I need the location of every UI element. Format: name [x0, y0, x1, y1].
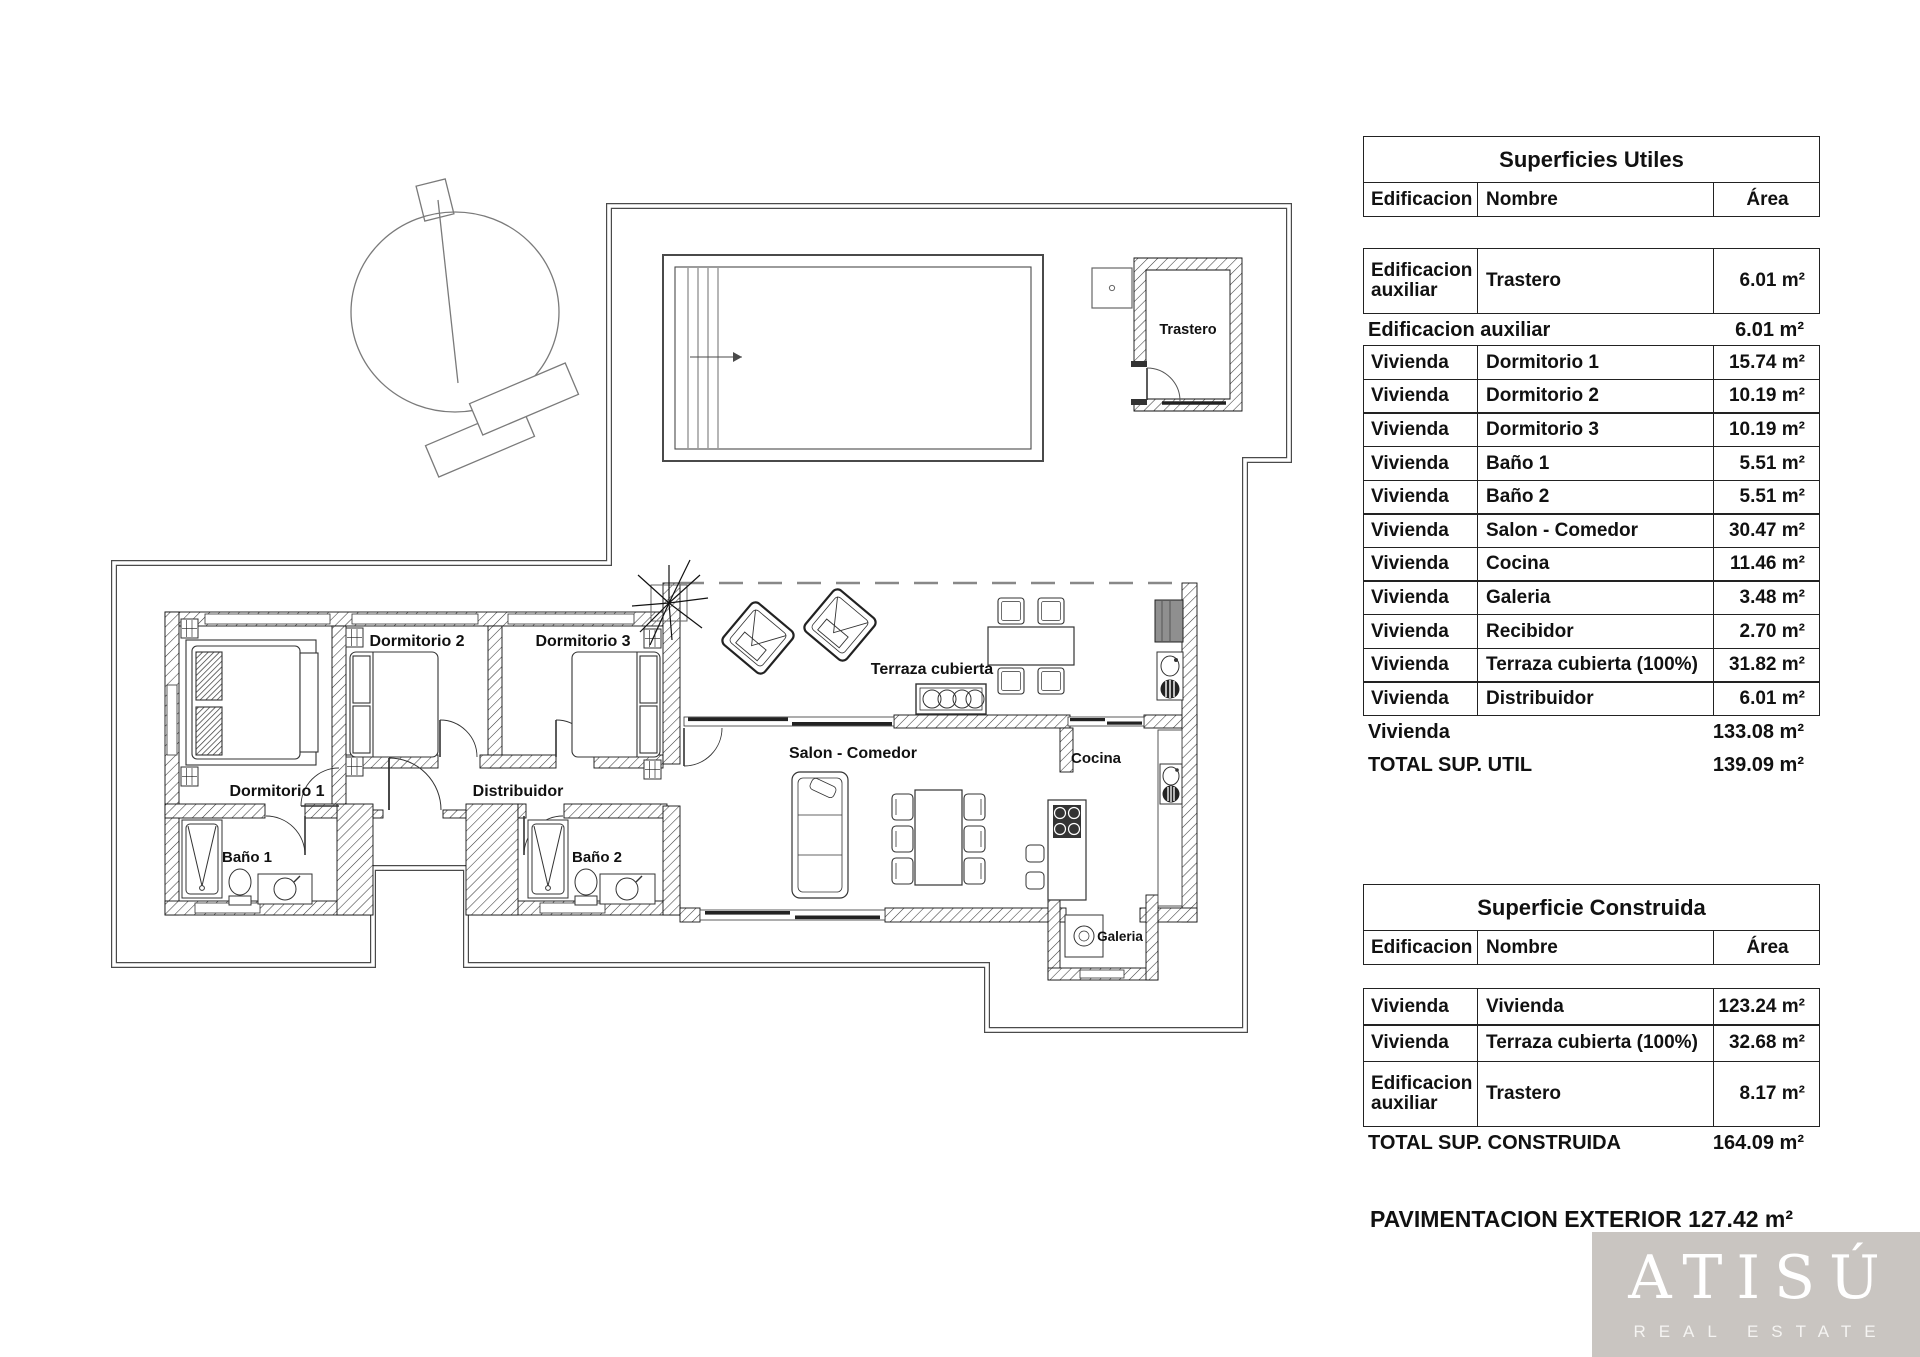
col-nombre: Nombre — [1477, 931, 1713, 964]
table-row: Vivienda Distribuidor 6.01 m² — [1363, 681, 1820, 717]
pavimentacion-note: PAVIMENTACION EXTERIOR 127.42 m² — [1370, 1206, 1794, 1232]
nightstand — [180, 766, 199, 787]
nightstand — [180, 618, 199, 639]
washer — [1064, 914, 1104, 958]
lounge-chair — [800, 585, 880, 665]
dormitorio2-label: Dormitorio 2 — [369, 633, 464, 650]
table-row: Edificacion auxiliar Trastero 6.01 m² — [1363, 247, 1820, 314]
table-row: Vivienda Recibidor 2.70 m² — [1363, 614, 1820, 650]
total-sup-util: TOTAL SUP. UTIL 139.09 m² — [1368, 754, 1804, 777]
table-row: Vivienda Salon - Comedor 30.47 m² — [1363, 513, 1820, 549]
salon-label: Salon - Comedor — [789, 745, 917, 762]
bed-dormitorio2 — [349, 651, 439, 758]
table-row: Vivienda Baño 2 5.51 m² — [1363, 479, 1820, 515]
kitchen-counter — [1157, 729, 1183, 907]
nightstand — [345, 627, 364, 648]
utiles-header: Edificacion Nombre Área — [1363, 183, 1820, 217]
total-sup-construida: TOTAL SUP. CONSTRUIDA 164.09 m² — [1368, 1131, 1804, 1154]
nightstand — [345, 756, 364, 777]
sun-loungers — [424, 362, 580, 478]
outdoor-kitchen — [1154, 599, 1184, 701]
table-row: Vivienda Dormitorio 1 15.74 m² — [1363, 345, 1820, 381]
brand-tagline: REAL ESTATE — [1633, 1321, 1889, 1341]
subtotal-aux: Edificacion auxiliar 6.01 m² — [1368, 318, 1804, 341]
superficie-construida-table: Superficie Construida Edificacion Nombre… — [1363, 884, 1820, 1160]
construida-header: Edificacion Nombre Área — [1363, 931, 1820, 965]
entry-door — [388, 757, 442, 811]
trastero-label: Trastero — [1159, 322, 1216, 338]
superficies-utiles-table: Superficies Utiles Edificacion Nombre Ár… — [1363, 136, 1820, 782]
windows — [166, 613, 1145, 979]
col-edificacion: Edificacion — [1371, 936, 1473, 958]
bathroom2-fixtures — [527, 819, 656, 906]
construida-title: Superficie Construida — [1363, 884, 1820, 931]
utiles-title: Superficies Utiles — [1363, 136, 1820, 183]
kitchen-island — [1025, 799, 1087, 901]
terrace-rings-table — [915, 683, 987, 715]
lounge-chair — [718, 598, 798, 678]
subtotal-vivienda: Vivienda 133.08 m² — [1368, 721, 1804, 744]
col-nombre: Nombre — [1477, 183, 1713, 216]
dormitorio3-label: Dormitorio 3 — [535, 633, 630, 650]
col-area: Área — [1713, 931, 1821, 964]
galeria-label: Galeria — [1097, 929, 1143, 944]
plot-boundary — [111, 203, 1292, 1033]
garden-tree — [350, 178, 560, 413]
table-row: Vivienda Cocina 11.46 m² — [1363, 546, 1820, 582]
bano2-label: Baño 2 — [572, 849, 622, 866]
table-row: Vivienda Terraza cubierta (100%) 32.68 m… — [1363, 1024, 1820, 1063]
table-row: Vivienda Galeria 3.48 m² — [1363, 580, 1820, 616]
col-area: Área — [1713, 183, 1821, 216]
brand-wordmark: ATISÚ — [1628, 1242, 1894, 1313]
interior-doors — [265, 719, 723, 856]
terrace-dining-set — [987, 597, 1075, 695]
dining-set — [891, 789, 986, 886]
table-row: Edificacion auxiliar Trastero 8.17 m² — [1363, 1060, 1820, 1127]
nightstand — [643, 759, 662, 780]
col-edificacion: Edificacion — [1371, 188, 1473, 210]
bathroom1-fixtures — [181, 819, 313, 906]
terraza-label: Terraza cubierta — [871, 661, 994, 678]
sofa — [791, 771, 849, 899]
bed-dormitorio3 — [571, 651, 661, 758]
cocina-label: Cocina — [1071, 750, 1122, 767]
table-row: Vivienda Baño 1 5.51 m² — [1363, 446, 1820, 482]
room-labels: Dormitorio 2 Dormitorio 3 Dormitorio 1 D… — [222, 633, 1143, 944]
table-row: Vivienda Vivienda 123.24 m² — [1363, 987, 1820, 1026]
terrace-plant — [631, 559, 709, 646]
swimming-pool — [662, 254, 1044, 462]
bed-dormitorio1 — [185, 639, 319, 766]
table-row: Vivienda Terraza cubierta (100%) 31.82 m… — [1363, 647, 1820, 683]
table-row: Vivienda Dormitorio 3 10.19 m² — [1363, 412, 1820, 448]
distribuidor-label: Distribuidor — [473, 783, 564, 800]
trastero-building: Trastero — [1091, 257, 1243, 412]
dormitorio1-label: Dormitorio 1 — [229, 783, 324, 800]
table-row: Vivienda Dormitorio 2 10.19 m² — [1363, 378, 1820, 414]
bano1-label: Baño 1 — [222, 849, 272, 866]
atisu-logo: ATISÚ REAL ESTATE — [1592, 1232, 1920, 1357]
